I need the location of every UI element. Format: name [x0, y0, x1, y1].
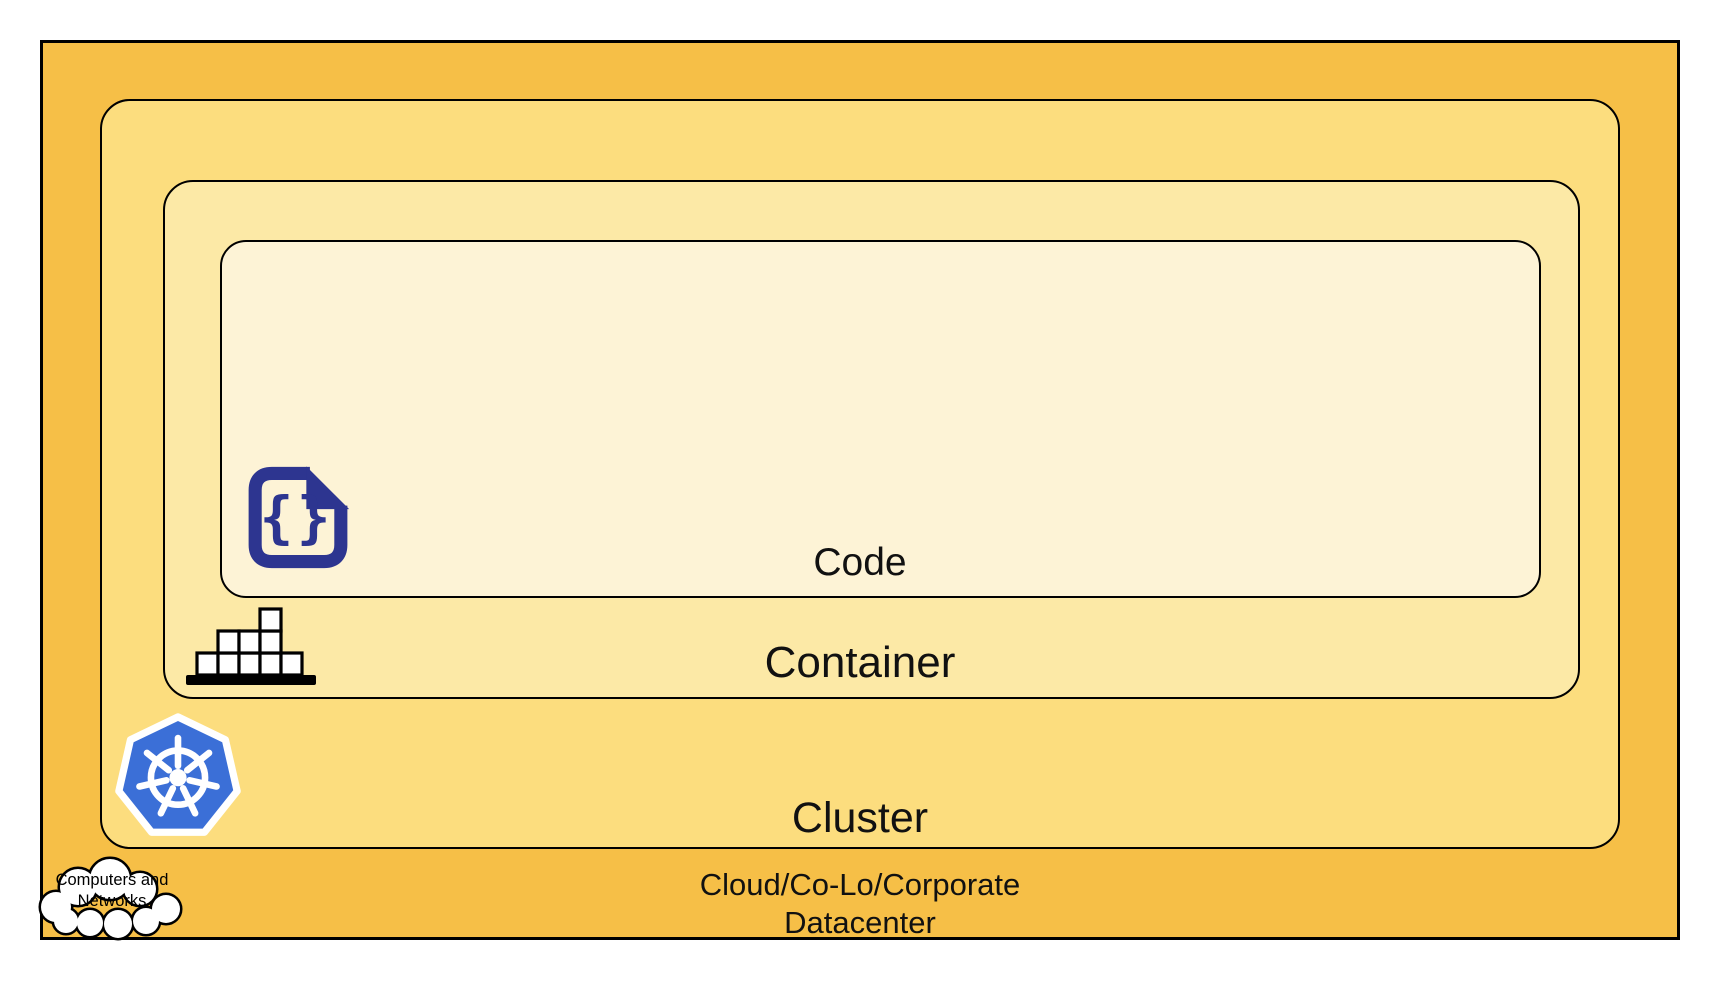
layer-box-code — [220, 240, 1541, 598]
cloud-caption-line2: Networks — [77, 892, 147, 910]
cloud-icon — [36, 849, 188, 942]
layer-label-cluster: Cluster — [791, 794, 929, 842]
layer-label-datacenter-line2: Datacenter — [784, 905, 936, 940]
cloud-caption-line1: Computers and — [55, 871, 169, 889]
layer-label-datacenter: Cloud/Co-Lo/Corporate Datacenter — [40, 866, 1680, 942]
layer-label-code: Code — [813, 541, 907, 584]
layer-label-container: Container — [764, 638, 956, 687]
svg-text:{}: {} — [260, 486, 334, 551]
kubernetes-icon — [112, 709, 244, 841]
container-blocks-icon — [185, 604, 317, 686]
cloud-caption: Computers and Networks — [36, 870, 188, 912]
layer-label-datacenter-line1: Cloud/Co-Lo/Corporate — [699, 867, 1021, 902]
code-file-icon: {} — [238, 458, 358, 577]
